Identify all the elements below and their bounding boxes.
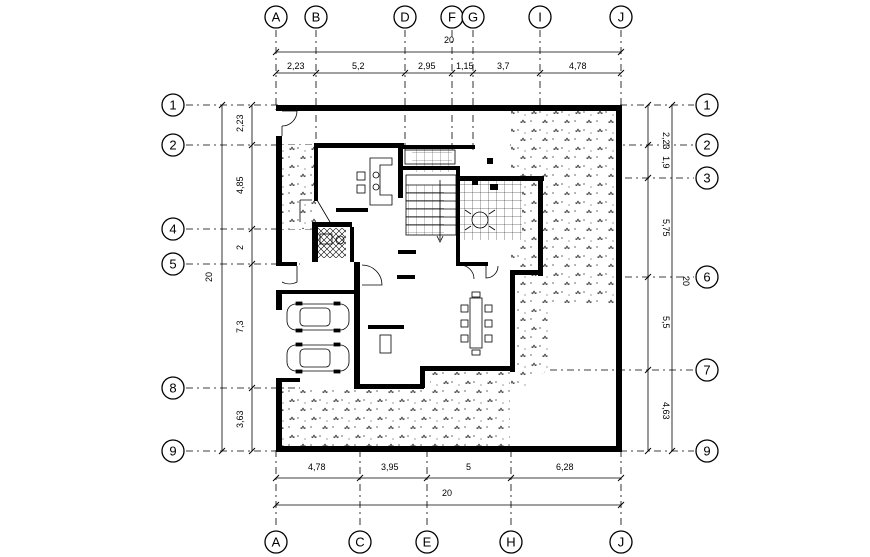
car-icon [286, 342, 350, 374]
svg-text:4: 4 [169, 222, 176, 237]
dimension-lines [218, 48, 676, 509]
svg-text:1: 1 [703, 98, 710, 113]
grid-bubble-bottom: E [415, 530, 439, 554]
grid-bubble-top: G [461, 5, 485, 29]
dim-left-seg: 2,23 [235, 114, 245, 132]
garden-areas [282, 110, 617, 446]
grid-bubbles-top: A B D F G I J [264, 5, 633, 29]
exterior-walls [276, 105, 622, 452]
round-table-icon [464, 209, 496, 231]
svg-text:6: 6 [703, 270, 710, 285]
grid-bubble-right: 2 [695, 133, 719, 157]
staircase [404, 149, 457, 243]
grid-bubble-bottom: A [264, 530, 288, 554]
grid-bubble-right: 9 [695, 439, 719, 463]
cars [286, 301, 350, 374]
svg-text:H: H [506, 535, 515, 550]
svg-text:D: D [400, 10, 409, 25]
svg-text:J: J [618, 535, 625, 550]
svg-text:C: C [355, 535, 364, 550]
grid-bubble-top: D [393, 5, 417, 29]
dim-right-seg: 5,5 [661, 316, 671, 329]
dim-left-seg: 7,3 [235, 320, 245, 333]
dim-top-seg: 5,2 [352, 61, 365, 71]
dim-bottom-seg: 3,95 [381, 462, 399, 472]
dim-top-seg: 2,23 [287, 61, 305, 71]
dim-left-seg: 4,85 [235, 176, 245, 194]
svg-text:2: 2 [703, 138, 710, 153]
grid-bubbles-left: 1 2 4 5 8 9 [161, 93, 185, 463]
grid-bubble-top: B [304, 5, 328, 29]
grid-bubble-bottom: H [499, 530, 523, 554]
grid-bubble-top: A [264, 5, 288, 29]
car-icon [286, 301, 350, 333]
dim-left-seg: 3,63 [235, 410, 245, 428]
svg-text:3: 3 [703, 171, 710, 186]
grid-bubble-left: 8 [161, 376, 185, 400]
interior-walls [282, 143, 544, 389]
svg-text:8: 8 [169, 381, 176, 396]
dim-top-total: 20 [444, 35, 454, 45]
furniture [319, 157, 498, 356]
dim-top-seg: 2,95 [418, 61, 436, 71]
dim-right-seg: 4,63 [661, 402, 671, 420]
grid-lines-horizontal [186, 104, 694, 452]
dim-right-seg: 5,75 [661, 219, 671, 237]
grid-bubble-top: J [609, 5, 633, 29]
grid-bubble-left: 5 [161, 252, 185, 276]
svg-text:F: F [448, 10, 456, 25]
dim-top-seg: 4,78 [569, 61, 587, 71]
grid-bubble-left: 2 [161, 133, 185, 157]
dim-bottom-seg: 4,78 [308, 462, 326, 472]
svg-text:2: 2 [169, 138, 176, 153]
svg-text:A: A [272, 535, 281, 550]
dim-bottom-seg: 6,28 [556, 462, 574, 472]
grid-bubble-top: F [440, 5, 464, 29]
grid-bubble-left: 1 [161, 93, 185, 117]
grid-bubbles-bottom: A C E H J [264, 530, 633, 554]
grid-bubble-right: 6 [695, 265, 719, 289]
grid-bubble-bottom: C [348, 530, 372, 554]
grid-lines-vertical [275, 30, 622, 528]
grid-bubble-left: 9 [161, 439, 185, 463]
grid-bubble-top: I [528, 5, 552, 29]
grid-bubble-right: 7 [695, 358, 719, 382]
dim-bottom-seg: 5 [466, 462, 471, 472]
grid-bubble-right: 1 [695, 93, 719, 117]
dimension-labels: 20 2,23 5,2 2,95 1,15 3,7 4,78 4,78 3,95… [204, 35, 691, 498]
svg-text:J: J [618, 10, 625, 25]
dim-bottom-total: 20 [442, 488, 452, 498]
svg-text:7: 7 [703, 363, 710, 378]
dim-right-seg: 2,23 [661, 132, 671, 150]
grid-bubble-right: 3 [695, 166, 719, 190]
grid-bubble-left: 4 [161, 217, 185, 241]
doors [281, 110, 499, 286]
svg-text:I: I [538, 10, 542, 25]
svg-text:9: 9 [169, 444, 176, 459]
grid-bubble-bottom: J [609, 530, 633, 554]
dim-top-seg: 3,7 [497, 61, 510, 71]
svg-text:5: 5 [169, 257, 176, 272]
kitchen-fixtures-icon [356, 171, 380, 194]
svg-text:B: B [312, 10, 321, 25]
dim-right-seg: 1,9 [661, 156, 671, 169]
dim-left-seg: 2 [235, 245, 245, 250]
tiled-areas [316, 148, 522, 258]
dim-top-seg: 1,15 [456, 61, 474, 71]
dim-left-total: 20 [204, 272, 214, 282]
svg-text:A: A [272, 10, 281, 25]
grid-bubbles-right: 1 2 3 6 7 9 [695, 93, 719, 463]
svg-text:G: G [468, 10, 478, 25]
svg-text:1: 1 [169, 98, 176, 113]
svg-text:E: E [423, 535, 432, 550]
svg-text:9: 9 [703, 444, 710, 459]
dim-right-total: 20 [681, 276, 691, 286]
